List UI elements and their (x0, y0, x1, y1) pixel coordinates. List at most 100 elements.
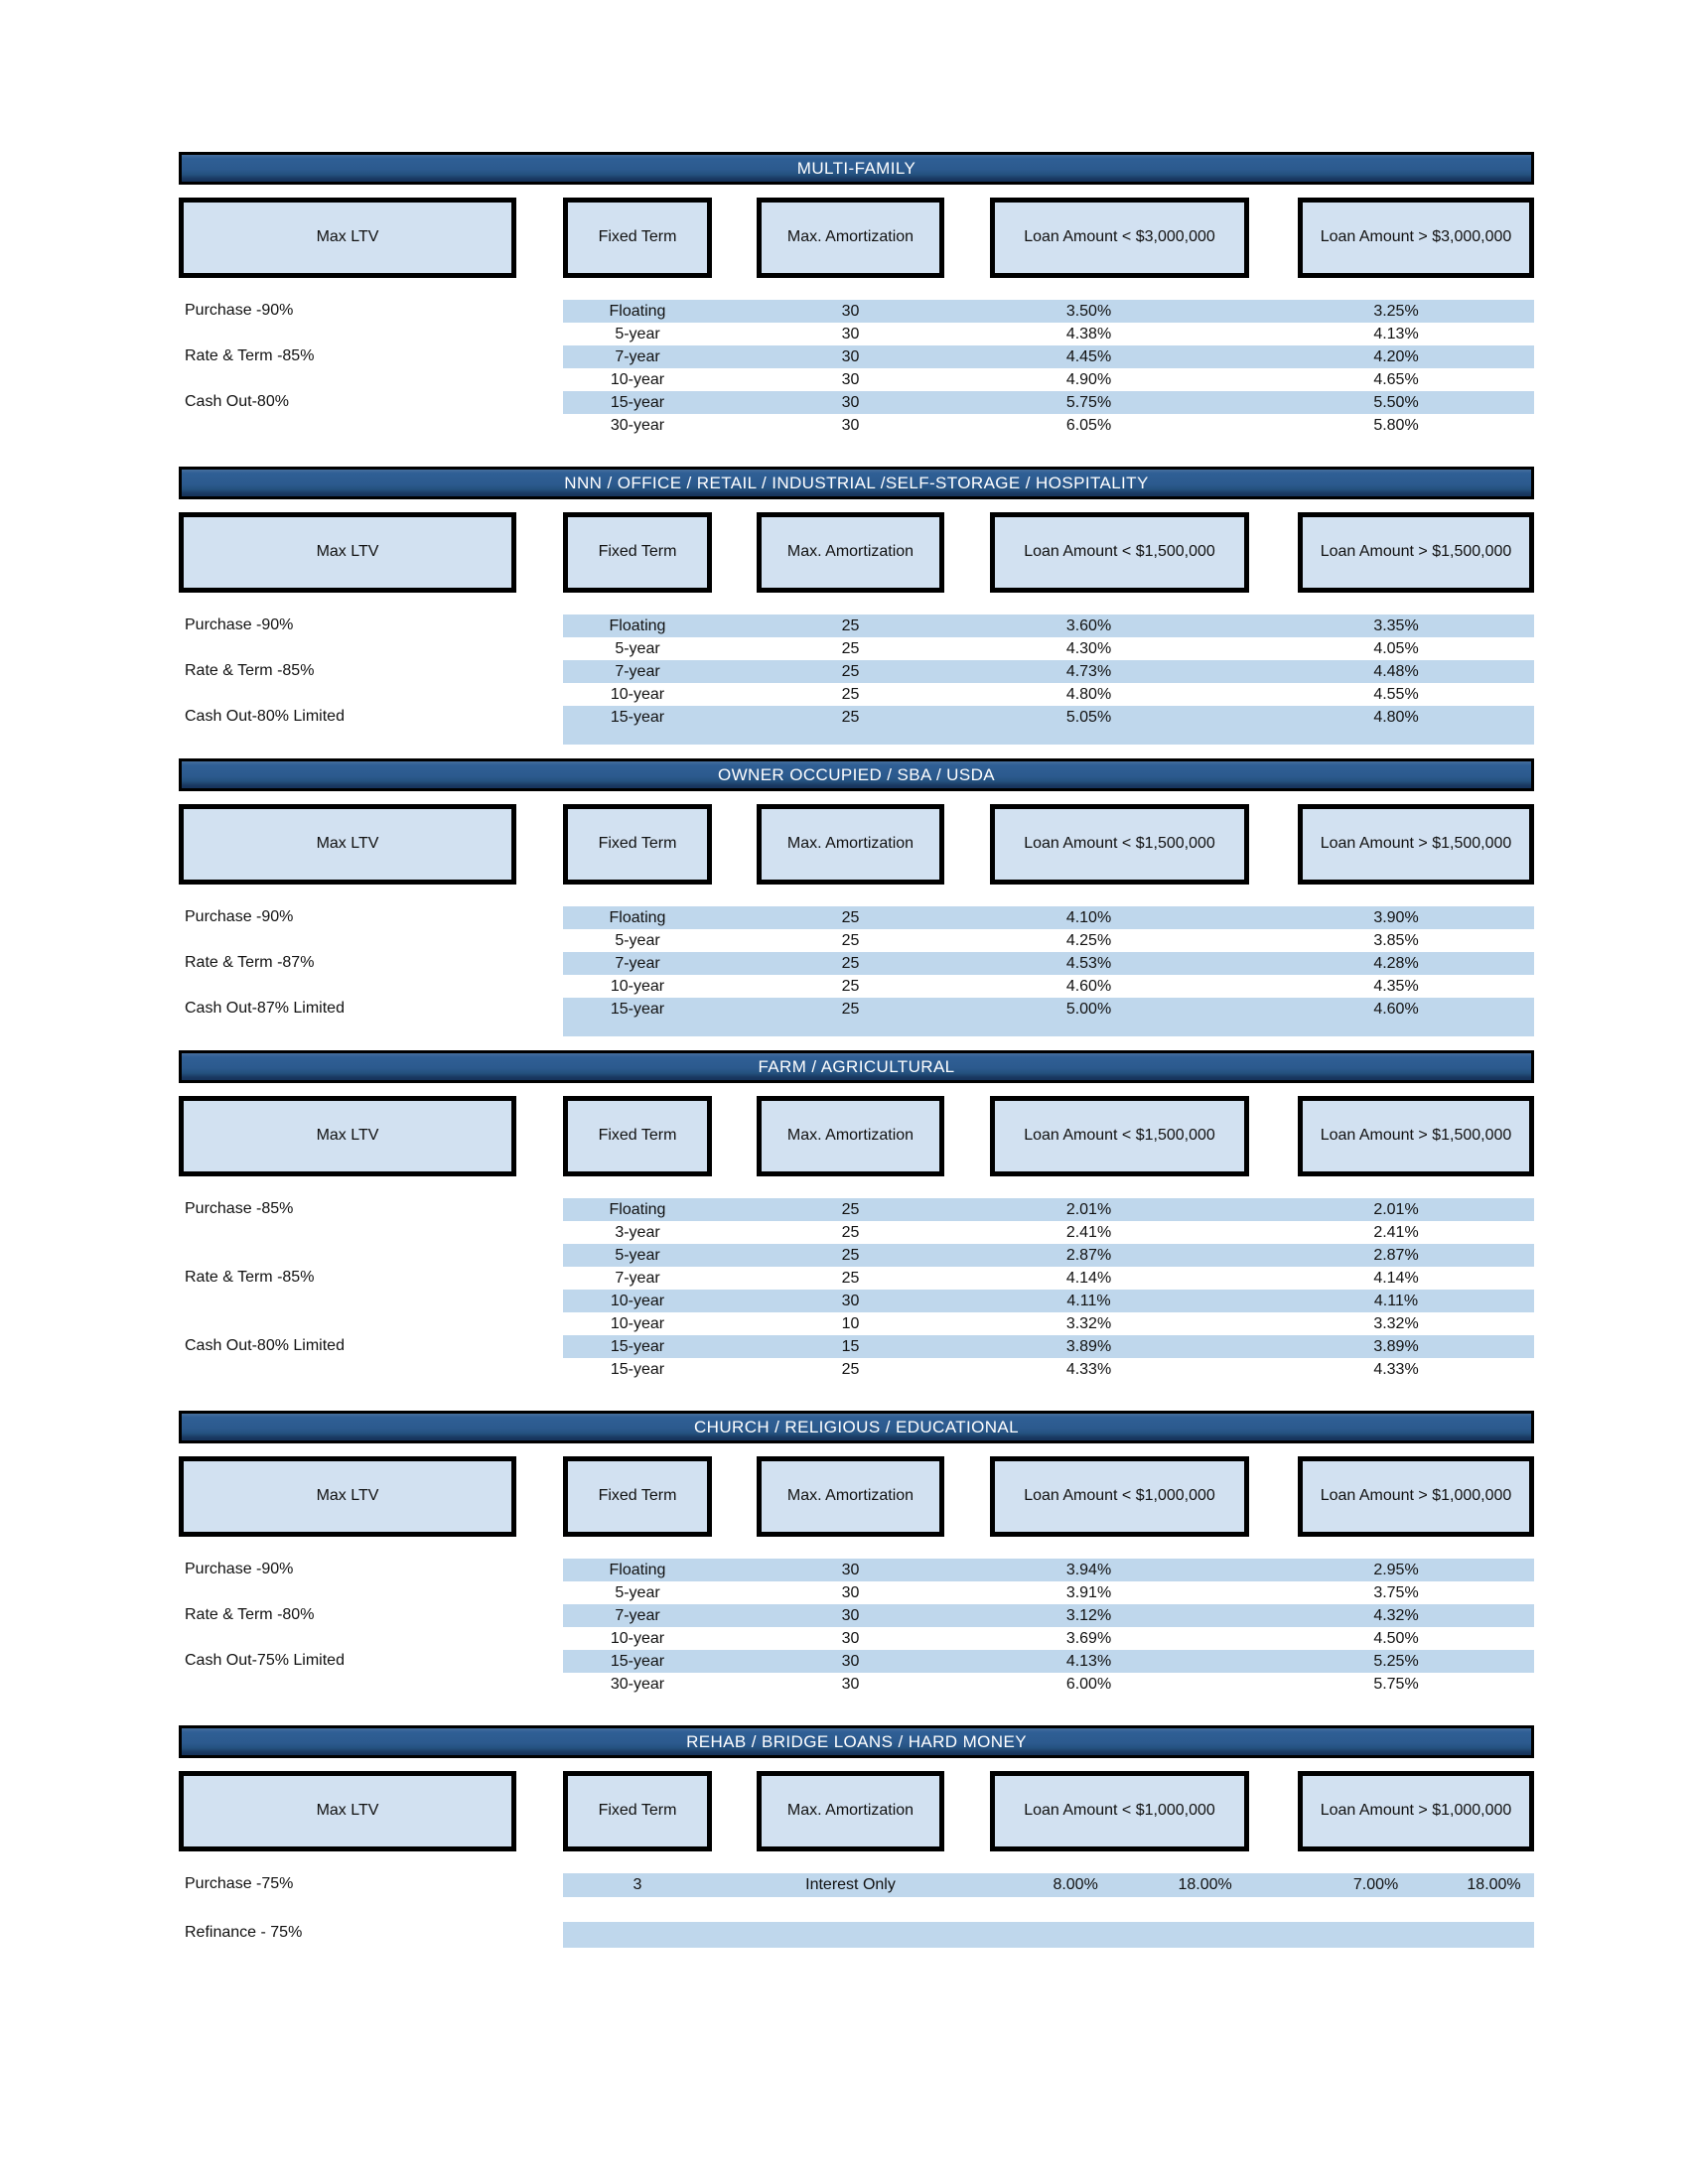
rate-lt-cell: 4.53% (1065, 954, 1112, 972)
amortization-cell: 30 (841, 1606, 860, 1624)
section-data-area: Purchase -90%Rate & Term -80%Cash Out-75… (179, 1559, 1534, 1696)
column-header-rate-lt: Loan Amount < $1,500,000 (990, 1096, 1249, 1176)
column-header-label: Loan Amount > $1,000,000 (1320, 1802, 1512, 1820)
fixed-term-cell: 3 (633, 1876, 642, 1893)
column-header-label: Loan Amount > $1,500,000 (1320, 1127, 1512, 1145)
column-header-label: Max. Amortization (786, 543, 914, 561)
amortization-cell: 25 (841, 1269, 860, 1287)
column-header-rate-lt: Loan Amount < $1,500,000 (990, 512, 1249, 593)
fixed-term-cell: 10-year (610, 370, 665, 388)
rate-lt-cell: 6.00% (1065, 1675, 1112, 1693)
section-title: CHURCH / RELIGIOUS / EDUCATIONAL (693, 1417, 1020, 1436)
rate-gt-cell: 4.35% (1373, 977, 1419, 995)
max-ltv-label: Cash Out-87% Limited (185, 1000, 345, 1017)
column-header-label: Loan Amount > $1,500,000 (1320, 543, 1512, 561)
fixed-term-cell: 5-year (615, 639, 660, 657)
section-title-bar: OWNER OCCUPIED / SBA / USDA (179, 758, 1534, 791)
amortization-cell: 30 (841, 347, 860, 365)
amortization-cell: 25 (841, 1360, 860, 1378)
rate-lt-cell: 6.05% (1065, 416, 1112, 434)
amortization-cell: 30 (841, 1292, 860, 1309)
column-header-label: Fixed Term (598, 1802, 677, 1820)
section-title: NNN / OFFICE / RETAIL / INDUSTRIAL /SELF… (564, 473, 1149, 492)
rate-lt-cell: 2.41% (1065, 1223, 1112, 1241)
rate-lt-cell: 3.60% (1065, 616, 1112, 634)
rate-gt-cell: 4.32% (1373, 1606, 1419, 1624)
section-title: MULTI-FAMILY (796, 158, 916, 178)
fixed-term-cell: 15-year (610, 708, 665, 726)
rate-lt-cell: 3.94% (1065, 1561, 1112, 1578)
amortization-cell: 25 (841, 1200, 860, 1218)
amortization-cell: 30 (841, 370, 860, 388)
amortization-cell: 30 (841, 325, 860, 342)
amortization-cell: 25 (841, 1223, 860, 1241)
rate-lt-cell: 4.80% (1065, 685, 1112, 703)
amortization-cell: 25 (841, 1000, 860, 1018)
column-header-fixed-term: Fixed Term (563, 198, 712, 278)
column-header-fixed-term: Fixed Term (563, 1771, 712, 1851)
rate-lt-cell: 3.69% (1065, 1629, 1112, 1647)
fixed-term-cell: 5-year (615, 931, 660, 949)
section-data-area: Purchase -90%Rate & Term -87%Cash Out-87… (179, 906, 1534, 1036)
rate-gt-cell: 2.41% (1373, 1223, 1419, 1241)
rate-gt-cell: 3.75% (1373, 1583, 1419, 1601)
amortization-cell: 25 (841, 616, 860, 634)
fixed-term-cell: 7-year (615, 1269, 660, 1287)
section-data-area: Purchase -90%Rate & Term -85%Cash Out-80… (179, 614, 1534, 745)
amortization-cell: 25 (841, 908, 860, 926)
amortization-cell: 30 (841, 1675, 860, 1693)
fixed-term-cell: 3-year (615, 1223, 660, 1241)
rate-value: 8.00% (1053, 1876, 1098, 1893)
rate-lt-cell: 2.87% (1065, 1246, 1112, 1264)
column-header-fixed-term: Fixed Term (563, 804, 712, 885)
column-header-rate-lt: Loan Amount < $1,500,000 (990, 804, 1249, 885)
rate-gt-cell: 4.55% (1373, 685, 1419, 703)
rate-lt-cell: 4.38% (1065, 325, 1112, 342)
max-ltv-label: Purchase -75% (185, 1875, 294, 1892)
rate-gt-cell: 3.90% (1373, 908, 1419, 926)
rate-lt-cell: 3.32% (1065, 1314, 1112, 1332)
fixed-term-cell: Floating (609, 616, 666, 634)
section-title-bar: CHURCH / RELIGIOUS / EDUCATIONAL (179, 1411, 1534, 1443)
fixed-term-cell: 7-year (615, 1606, 660, 1624)
rate-lt-cell: 4.10% (1065, 908, 1112, 926)
column-header-amortization: Max. Amortization (757, 1096, 944, 1176)
column-header-rate-gt: Loan Amount > $1,500,000 (1298, 1096, 1534, 1176)
rate-row: 3-year 25 2.41% 2.41% (563, 1221, 1534, 1244)
fixed-term-cell: 10-year (610, 1292, 665, 1309)
fixed-term-cell: 15-year (610, 1000, 665, 1018)
max-ltv-label: Purchase -90% (185, 302, 294, 319)
max-ltv-label: Refinance - 75% (185, 1924, 303, 1941)
max-ltv-label: Rate & Term -80% (185, 1606, 315, 1623)
rate-gt-cell: 3.25% (1373, 302, 1419, 320)
amortization-cell: 25 (841, 954, 860, 972)
column-header-amortization: Max. Amortization (757, 1456, 944, 1537)
max-ltv-label: Rate & Term -85% (185, 662, 315, 679)
fixed-term-cell: Floating (609, 302, 666, 320)
column-header-label: Max LTV (316, 1802, 379, 1820)
column-header-rate-lt: Loan Amount < $1,000,000 (990, 1456, 1249, 1537)
rate-lt-cell: 8.00%18.00% (990, 1876, 1249, 1894)
rate-lt-cell: 5.00% (1065, 1000, 1112, 1018)
amortization-cell: 30 (841, 416, 860, 434)
column-header-label: Max LTV (316, 228, 379, 246)
rate-lt-cell: 2.01% (1065, 1200, 1112, 1218)
column-header-label: Loan Amount < $1,000,000 (1024, 1802, 1215, 1820)
rate-gt-cell: 4.13% (1373, 325, 1419, 342)
